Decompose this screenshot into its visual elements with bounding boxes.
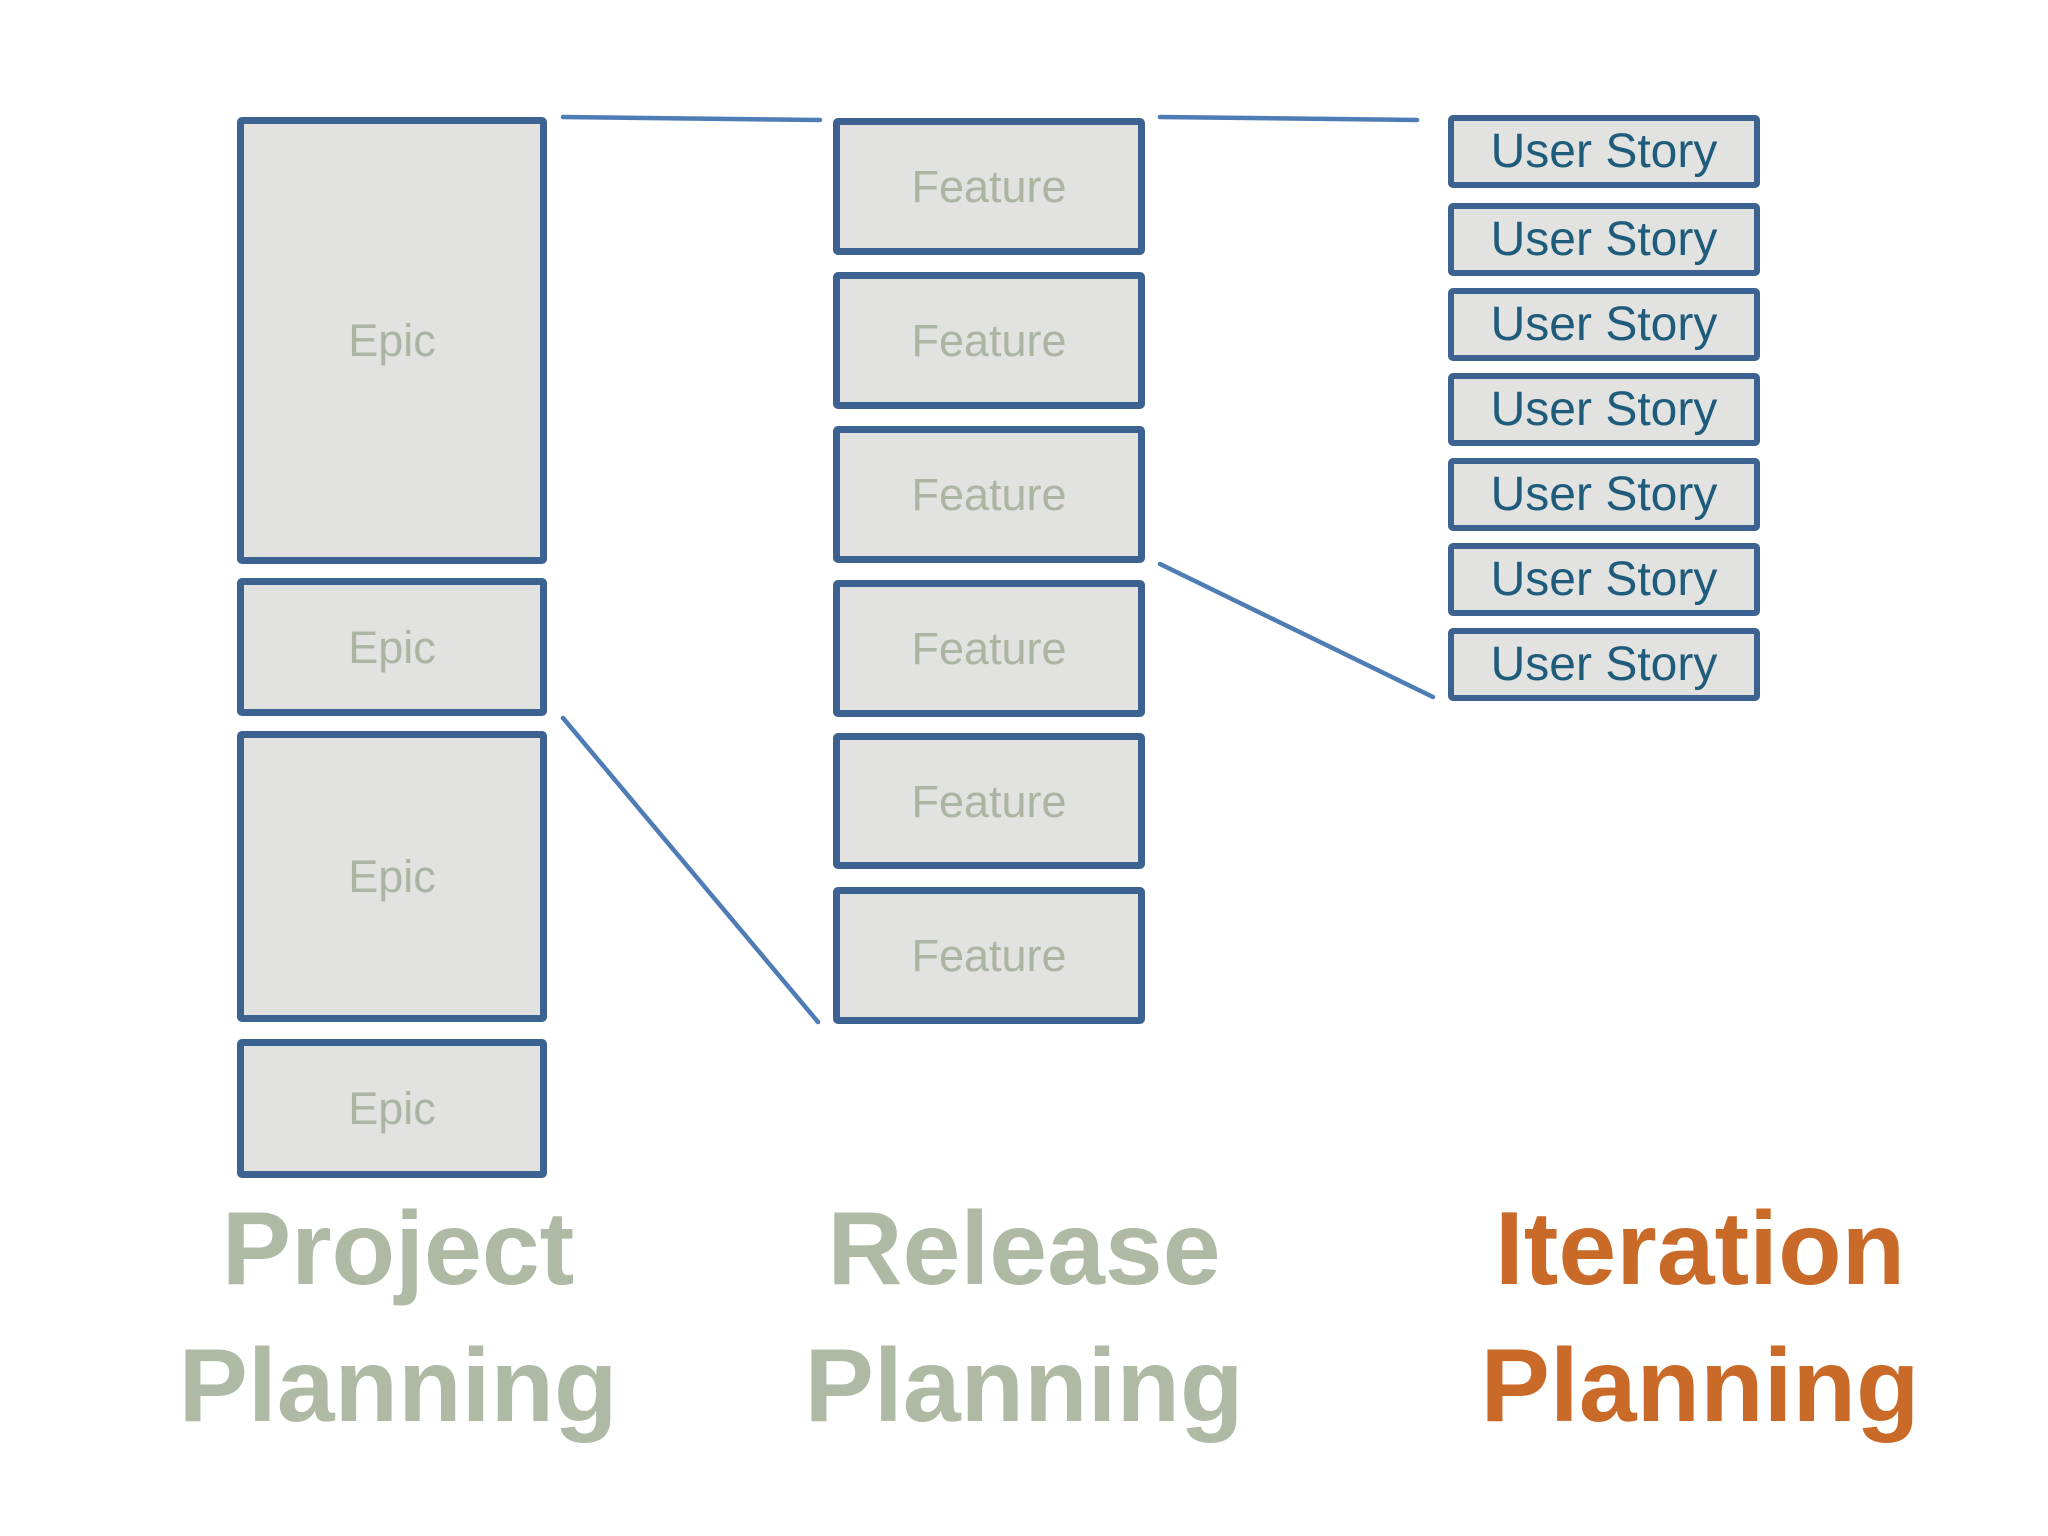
feature-label: Feature (911, 161, 1067, 212)
feature-box-2: Feature (833, 272, 1145, 409)
epic-label: Epic (348, 851, 436, 902)
feature-label: Feature (911, 623, 1067, 674)
epic-label: Epic (348, 315, 436, 366)
user-story-box-2: User Story (1448, 203, 1760, 276)
project-planning-label-line2: Planning (178, 1328, 618, 1445)
user-story-label: User Story (1490, 212, 1718, 266)
user-story-box-3: User Story (1448, 288, 1760, 361)
epic-box-3: Epic (237, 731, 547, 1022)
connector-feature-to-userstory-diagonal (1157, 561, 1436, 700)
epic-box-1: Epic (237, 117, 547, 564)
connector-feature-to-userstory-top (1157, 114, 1420, 123)
iteration-planning-label: Iteration Planning (1480, 1181, 1919, 1456)
release-planning-label: Release Planning (804, 1181, 1243, 1456)
feature-box-5: Feature (833, 733, 1145, 869)
feature-box-4: Feature (833, 580, 1145, 717)
release-planning-label-line1: Release (827, 1191, 1221, 1307)
feature-label: Feature (911, 775, 1067, 827)
feature-box-3: Feature (833, 426, 1145, 563)
user-story-label: User Story (1490, 297, 1718, 351)
epic-label: Epic (348, 621, 436, 673)
feature-label: Feature (911, 315, 1067, 366)
user-story-label: User Story (1490, 467, 1718, 521)
user-story-box-1: User Story (1448, 115, 1760, 188)
feature-box-6: Feature (833, 887, 1145, 1024)
user-story-label: User Story (1490, 124, 1718, 178)
feature-label: Feature (911, 469, 1067, 520)
user-story-label: User Story (1490, 637, 1718, 691)
user-story-label: User Story (1490, 382, 1718, 436)
connector-epic-to-feature-diagonal (560, 715, 821, 1025)
user-story-box-7: User Story (1448, 628, 1760, 701)
feature-box-1: Feature (833, 118, 1145, 255)
user-story-box-4: User Story (1448, 373, 1760, 446)
connector-epic-to-feature-top (560, 114, 823, 123)
epic-box-4: Epic (237, 1039, 547, 1178)
epic-box-2: Epic (237, 578, 547, 716)
project-planning-label: Project Planning (178, 1181, 617, 1456)
user-story-label: User Story (1490, 552, 1718, 606)
iteration-planning-label-line2: Planning (1480, 1328, 1920, 1445)
user-story-box-6: User Story (1448, 543, 1760, 616)
user-story-box-5: User Story (1448, 458, 1760, 531)
release-planning-label-line2: Planning (804, 1328, 1244, 1445)
feature-label: Feature (911, 930, 1067, 981)
iteration-planning-label-line1: Iteration (1494, 1191, 1906, 1307)
epic-label: Epic (348, 1083, 436, 1134)
project-planning-label-line1: Project (221, 1191, 575, 1307)
